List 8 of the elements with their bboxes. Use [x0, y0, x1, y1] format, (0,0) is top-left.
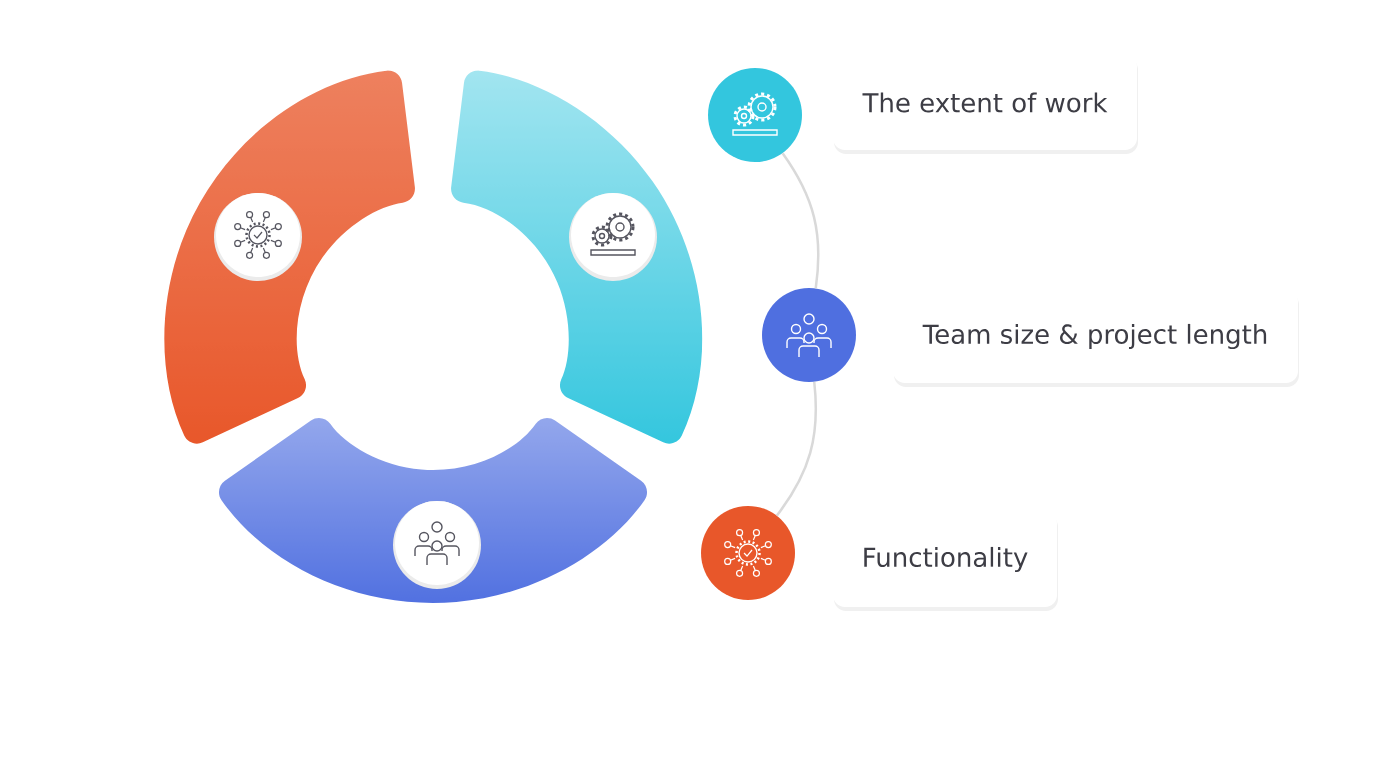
text-box: The extent of work [833, 55, 1138, 154]
text-box: Functionality [833, 512, 1058, 611]
icon-circle [701, 506, 795, 600]
connector-line [781, 152, 820, 289]
connector-line [775, 381, 818, 517]
icon-circle [708, 68, 802, 162]
text-box: Team size & project length [893, 290, 1299, 387]
icon-circle [762, 288, 856, 382]
